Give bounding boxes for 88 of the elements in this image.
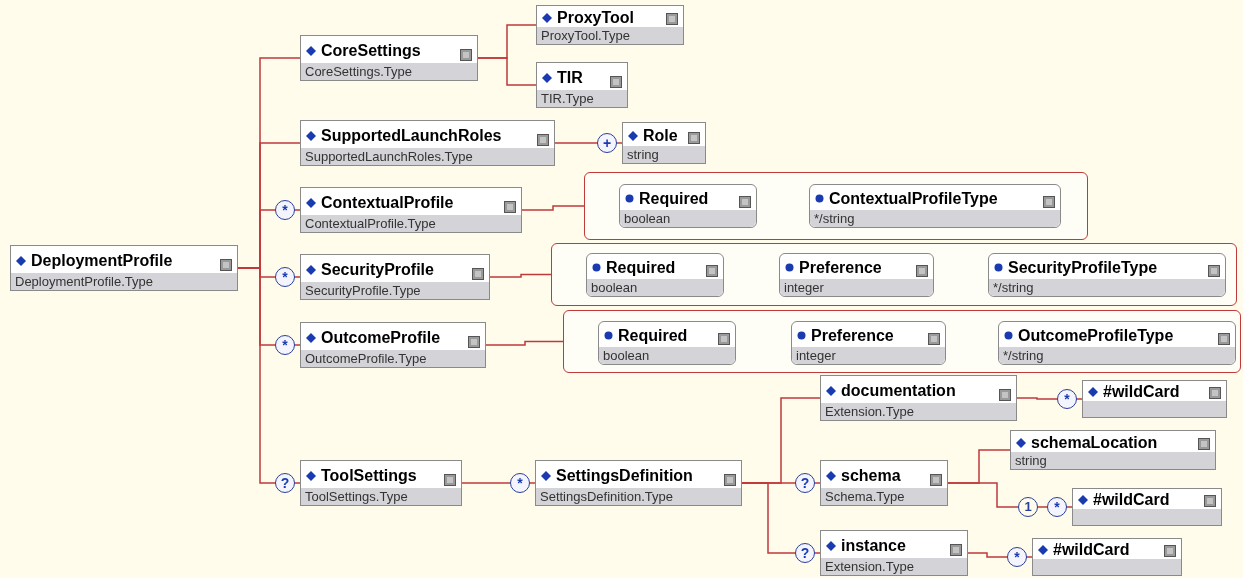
element-box (536, 62, 628, 108)
element-name: OutcomeProfile (321, 328, 441, 347)
element-name: #wildCard (1103, 383, 1180, 401)
element-box (300, 120, 555, 166)
element-box (10, 245, 238, 291)
element-box (820, 375, 1017, 421)
element-box (300, 254, 490, 300)
sequence-group-box (563, 310, 1241, 373)
attribute-box (791, 321, 946, 365)
element-name: ToolSettings (321, 466, 417, 485)
type-name: TIR.Type (541, 91, 594, 106)
attribute-box (809, 184, 1061, 228)
type-name: */string (814, 211, 855, 226)
element-box (300, 460, 462, 506)
sequence-group-box (551, 243, 1237, 306)
element-name: CoreSettings (321, 41, 421, 60)
type-name: ToolSettings.Type (305, 489, 408, 504)
element-name: ProxyTool (557, 8, 635, 27)
element-name: SupportedLaunchRoles (321, 126, 502, 145)
type-name: */string (1003, 348, 1044, 363)
element-name: schema (841, 466, 901, 485)
element-name: OutcomeProfileType (1018, 326, 1174, 345)
element-name: Preference (811, 326, 894, 345)
element-box (1082, 380, 1227, 418)
connector-line (461, 482, 536, 484)
type-name: CoreSettings.Type (305, 64, 412, 79)
element-box (300, 187, 522, 233)
sequence-group-box (584, 172, 1088, 240)
element-box (1072, 488, 1222, 526)
type-name: string (627, 147, 659, 162)
element-box (535, 460, 742, 506)
type-name: Schema.Type (825, 489, 905, 504)
element-name: SecurityProfile (321, 260, 434, 279)
connector-line (1016, 397, 1083, 400)
element-name: ContextualProfileType (829, 189, 998, 208)
element-name: documentation (841, 381, 956, 400)
element-box (1010, 430, 1216, 470)
connector-line (485, 340, 564, 346)
element-name: #wildCard (1053, 541, 1130, 559)
element-name: Required (639, 189, 709, 208)
type-name: boolean (591, 280, 638, 295)
connector-line (947, 482, 1073, 508)
type-name: Extension.Type (825, 559, 914, 574)
type-name: boolean (624, 211, 671, 226)
type-name: integer (796, 348, 836, 363)
element-name: SecurityProfileType (1008, 258, 1158, 277)
type-name: SupportedLaunchRoles.Type (305, 149, 473, 164)
element-name: Preference (799, 258, 882, 277)
connector-line (477, 57, 537, 86)
connector-line (521, 205, 585, 211)
connector-line (489, 273, 552, 278)
element-name: schemaLocation (1031, 433, 1158, 452)
type-name: DeploymentProfile.Type (15, 274, 153, 289)
connector-line (237, 267, 301, 484)
element-box (300, 322, 486, 368)
connector-line (741, 482, 821, 554)
type-name: SecurityProfile.Type (305, 283, 421, 298)
element-name: Required (606, 258, 676, 277)
attribute-box (988, 253, 1226, 297)
element-name: TIR (557, 68, 583, 87)
element-name: ContextualProfile (321, 193, 454, 212)
attribute-box (998, 321, 1236, 365)
type-name: OutcomeProfile.Type (305, 351, 427, 366)
type-name: */string (993, 280, 1034, 295)
element-name: SettingsDefinition (556, 466, 693, 485)
element-box (820, 530, 968, 576)
element-box (622, 122, 706, 164)
attribute-box (586, 253, 724, 297)
type-name: integer (784, 280, 824, 295)
element-name: #wildCard (1093, 491, 1170, 509)
element-box (536, 5, 684, 45)
type-name: ContextualProfile.Type (305, 216, 436, 231)
element-name: Role (643, 126, 678, 145)
element-name: Required (618, 326, 688, 345)
connector-line (967, 552, 1033, 558)
type-name: Extension.Type (825, 404, 914, 419)
element-box (300, 35, 478, 81)
attribute-box (619, 184, 757, 228)
element-box (1032, 538, 1182, 576)
type-name: boolean (603, 348, 650, 363)
type-name: SettingsDefinition.Type (540, 489, 673, 504)
element-box (820, 460, 948, 506)
type-name: ProxyTool.Type (541, 28, 630, 43)
element-name: DeploymentProfile (31, 251, 173, 270)
element-name: instance (841, 536, 906, 555)
attribute-box (598, 321, 736, 365)
type-name: string (1015, 453, 1047, 468)
attribute-box (779, 253, 934, 297)
